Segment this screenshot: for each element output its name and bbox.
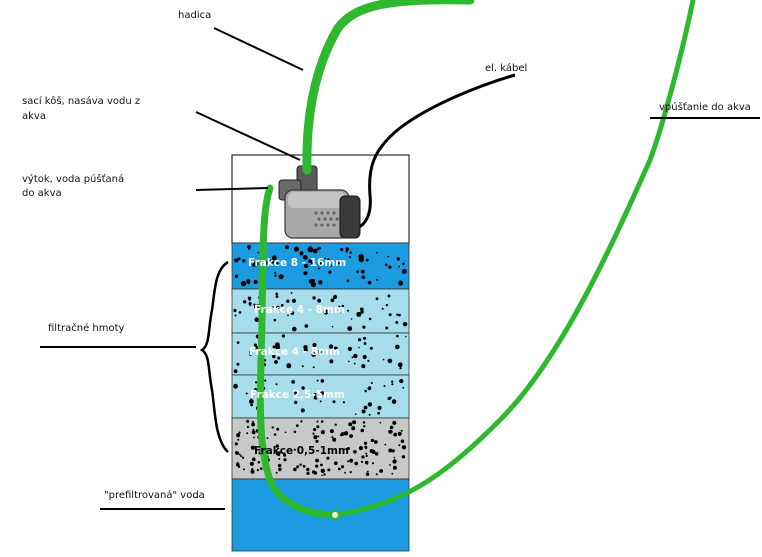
pump <box>278 165 361 239</box>
hose-leader <box>213 27 304 71</box>
outlet-leader <box>195 187 269 191</box>
layer-1-label: Frakce 8 - 16mm <box>248 257 346 269</box>
pump-highlight <box>288 192 346 208</box>
layer-4-label: Frakce 2,5-5mm <box>250 389 345 401</box>
intake-label: sací kôš, nasáva vodu z akva <box>22 95 143 122</box>
intake-hose <box>302 0 475 175</box>
pump-motor <box>339 195 361 239</box>
layer-3-label: Frakce 4 - 8mm <box>249 346 340 358</box>
layer-2-label: Frakce 4 - 8mm <box>254 304 345 316</box>
hose-joint <box>330 510 340 520</box>
outlet-label: výtok, voda púšťaná do akva <box>22 173 127 199</box>
media-label: filtračné hmoty <box>48 322 125 334</box>
leader-lines <box>40 27 760 510</box>
gravel-dots <box>233 244 408 477</box>
return-hose <box>332 0 696 518</box>
pump-vents <box>314 211 339 227</box>
layer-1-dots <box>234 244 407 288</box>
hose-label: hadica <box>178 10 211 21</box>
power-cable <box>356 73 516 230</box>
prefiltered-label: "prefiltrovaná" voda <box>104 489 205 501</box>
layer-5-label: Frakce 0,5-1mm <box>254 445 349 457</box>
return-label: vpúšťanie do akva <box>659 101 751 113</box>
cable-label: el. kábel <box>485 62 527 74</box>
media-brace <box>199 260 229 453</box>
layer-5-dots <box>234 419 407 477</box>
intake-leader <box>195 111 301 161</box>
outlet-hose <box>256 184 339 519</box>
